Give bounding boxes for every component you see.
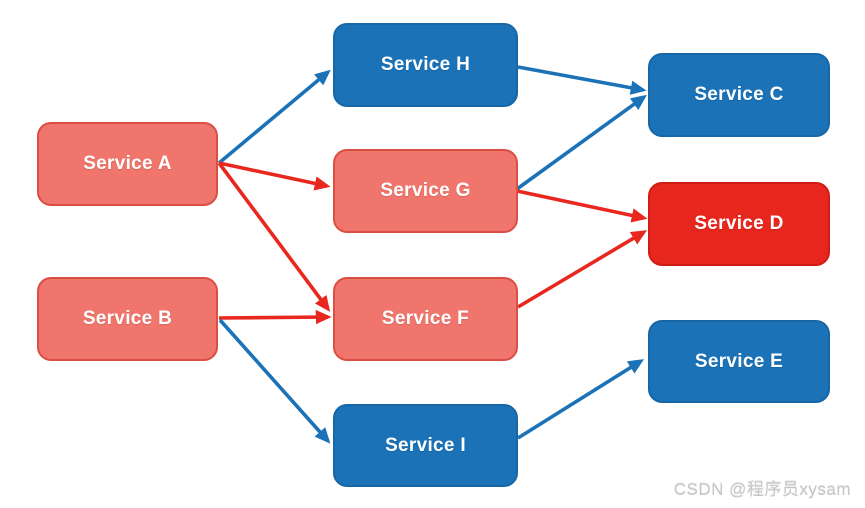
node-service-b: Service B: [37, 277, 218, 361]
node-label: Service B: [82, 308, 173, 329]
edge-a-f: [217, 161, 331, 312]
node-label: Service D: [694, 213, 784, 234]
node-label: Service C: [694, 84, 784, 105]
node-label: Service F: [381, 308, 470, 329]
edge-b-f: [218, 309, 332, 325]
node-service-i: Service I: [333, 404, 518, 487]
node-service-c: Service C: [648, 53, 830, 137]
edge-a-h: [217, 69, 331, 165]
edge-h-c: [517, 65, 647, 95]
node-service-g: Service G: [333, 149, 518, 233]
node-service-h: Service H: [333, 23, 518, 107]
node-service-a: Service A: [37, 122, 218, 206]
node-service-e: Service E: [648, 320, 830, 403]
node-label: Service I: [385, 434, 466, 456]
edge-g-d: [516, 189, 648, 223]
edge-g-c: [515, 94, 647, 191]
node-label: Service E: [694, 350, 784, 372]
watermark: CSDN @程序员xysam: [673, 480, 851, 499]
node-label: Service G: [380, 180, 471, 201]
edge-a-g: [218, 161, 331, 191]
node-service-f: Service F: [333, 277, 518, 361]
node-service-d: Service D: [648, 182, 830, 266]
edge-f-d: [517, 230, 648, 309]
edge-i-e: [517, 359, 645, 440]
edge-b-i: [218, 318, 331, 444]
node-label: Service A: [83, 153, 172, 174]
node-label: Service H: [380, 54, 471, 75]
